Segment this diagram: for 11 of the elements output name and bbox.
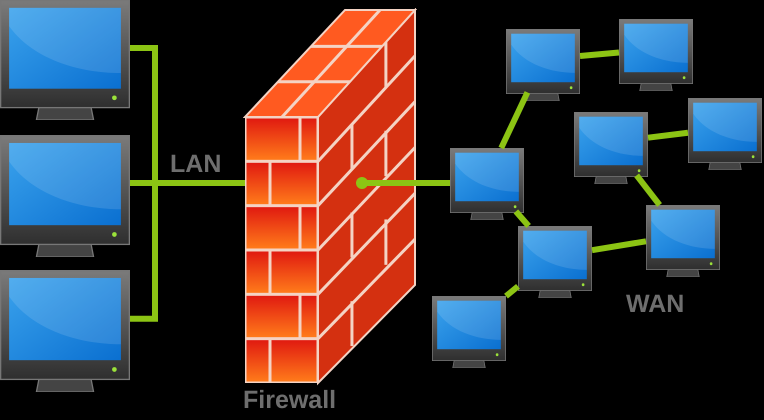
network-cable <box>592 238 646 254</box>
network-cable <box>356 177 450 189</box>
network-cable <box>634 174 662 207</box>
network-cable <box>580 50 620 59</box>
network-cable <box>514 209 531 228</box>
network-label: LAN <box>170 150 222 178</box>
network-cable <box>504 284 520 298</box>
node-label: Firewall <box>243 386 336 414</box>
network-label: WAN <box>626 290 684 318</box>
network-cable <box>498 91 530 150</box>
network-cable <box>648 130 688 141</box>
